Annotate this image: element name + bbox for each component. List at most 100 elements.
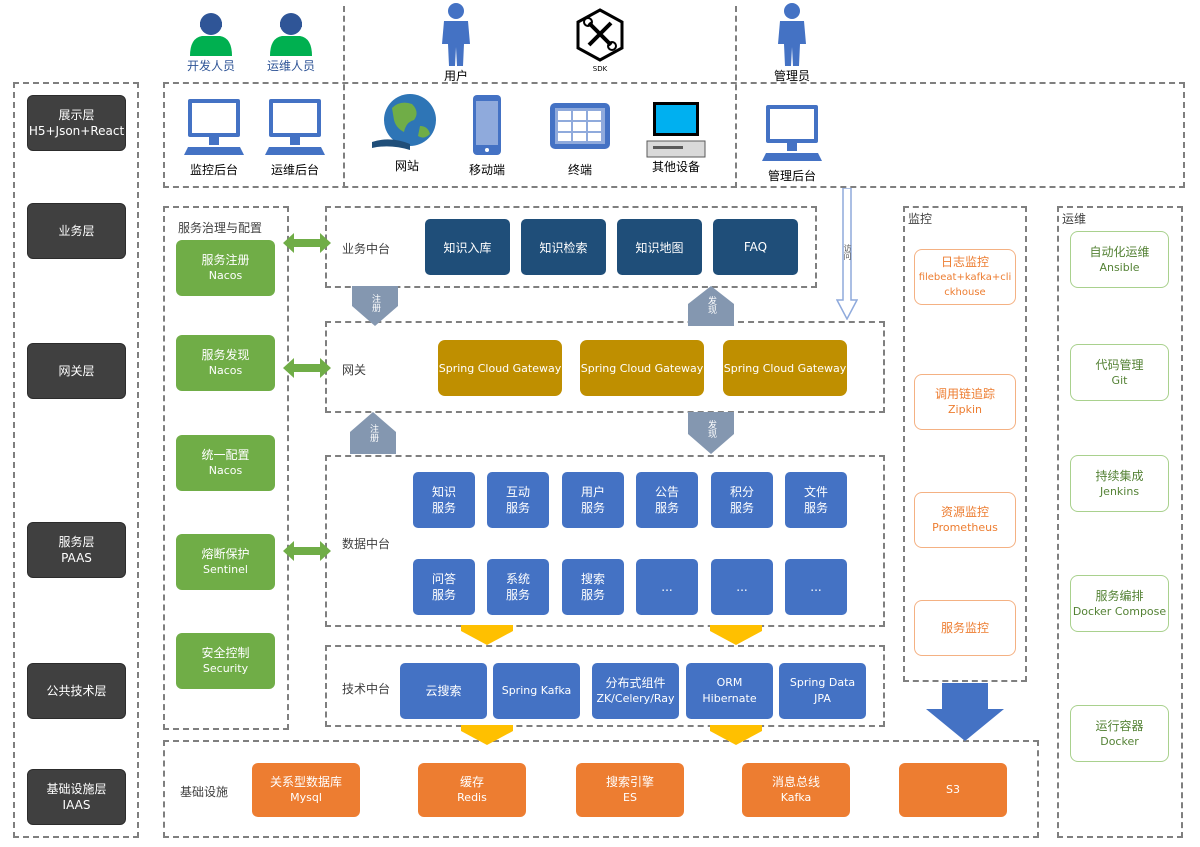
layer-business-name: 业务层: [58, 224, 95, 238]
infra-item-tech: ES: [623, 791, 637, 804]
ops-item-tech: Docker Compose: [1072, 604, 1167, 618]
website-globe-icon: [372, 94, 436, 150]
governance-title: 服务治理与配置: [178, 221, 263, 235]
discover-arrow-label-1: 发现: [706, 296, 716, 314]
other-devices-label: 其他设备: [651, 160, 700, 174]
sdk-label: SDK: [592, 65, 608, 73]
tech-name: 云搜索: [425, 684, 462, 698]
tech-cloud-search: 云搜索: [400, 663, 487, 719]
ops-title: 运维: [1062, 212, 1087, 226]
admin-label: 管理员: [773, 69, 810, 83]
governance-item-name: 熔断保护: [201, 547, 250, 561]
governance-item-tech: Sentinel: [203, 563, 248, 576]
service-name: 知识: [431, 485, 456, 499]
admin-person-icon: [778, 3, 806, 66]
register-arrow-label-2: 注册: [368, 424, 378, 442]
data-service-interaction: 互动服务: [487, 472, 549, 528]
layer-infra-tech: IAAS: [62, 798, 91, 812]
data-service-search: 搜索服务: [562, 559, 624, 615]
service-name: ...: [810, 580, 822, 594]
service-name: 用户: [580, 485, 605, 499]
service-suffix: 服务: [505, 588, 530, 602]
data-service-file: 文件服务: [785, 472, 847, 528]
layers-frame: [13, 82, 139, 838]
business-faq: FAQ: [713, 219, 798, 275]
layer-business: 业务层: [27, 203, 126, 259]
data-service-more-1: ...: [636, 559, 698, 615]
service-name: ...: [736, 580, 748, 594]
operator-label: 运维人员: [266, 59, 315, 73]
monitor-resource: 资源监控 Prometheus: [914, 492, 1016, 548]
ops-item-name: 服务编排: [1095, 588, 1144, 603]
register-arrow-label-1: 注册: [370, 294, 380, 312]
monitor-frame: [903, 206, 1027, 682]
tech-name: Spring Kafka: [501, 684, 572, 697]
admin-backend-label: 管理后台: [767, 169, 816, 183]
monitor-item-tech: Prometheus: [932, 521, 998, 534]
monitor-item-name: 日志监控: [940, 254, 989, 269]
gold-arrow-data-tech-1: [461, 625, 513, 645]
infra-item-name: 消息总线: [771, 775, 820, 789]
gold-arrow-tech-infra-1: [461, 725, 513, 745]
data-service-more-3: ...: [785, 559, 847, 615]
register-arrow-down-1: [352, 286, 398, 326]
governance-item-name: 安全控制: [201, 646, 250, 660]
business-knowledge-search: 知识检索: [521, 219, 606, 275]
infra-item-name: 关系型数据库: [269, 775, 342, 789]
tech-detail: ZK/Celery/Ray: [596, 692, 675, 705]
gateway-label: 网关: [342, 363, 367, 377]
admin-backend-computer-icon: [762, 105, 822, 161]
data-service-points: 积分服务: [711, 472, 773, 528]
layer-presentation: 展示层 H5+Json+React: [27, 95, 126, 151]
ops-item-tech: Docker: [1100, 734, 1139, 748]
tech-spring-kafka: Spring Kafka: [493, 663, 580, 719]
service-name: 文件: [803, 485, 828, 499]
ops-item-tech: Ansible: [1099, 260, 1140, 274]
data-center-frame: [325, 455, 885, 627]
layer-common-tech-name: 公共技术层: [46, 684, 107, 698]
data-service-announcement: 公告服务: [636, 472, 698, 528]
layer-presentation-tech: H5+Json+React: [28, 124, 125, 138]
data-service-more-2: ...: [711, 559, 773, 615]
layer-gateway-name: 网关层: [58, 364, 95, 378]
gold-arrow-tech-infra-2: [710, 725, 762, 745]
data-service-knowledge: 知识服务: [413, 472, 475, 528]
ops-item-name: 自动化运维: [1089, 244, 1150, 259]
governance-item-tech: Nacos: [208, 364, 243, 377]
infra-frame: [163, 740, 1039, 838]
ops-frame: [1057, 206, 1183, 838]
ops-item-name: 运行容器: [1095, 718, 1144, 733]
service-name: 搜索: [580, 572, 605, 586]
monitor-item-name: 资源监控: [940, 505, 989, 519]
terminal-tablet-icon: [550, 103, 610, 149]
tech-center-frame: [325, 645, 885, 727]
data-service-system: 系统服务: [487, 559, 549, 615]
ops-backend-label: 运维后台: [270, 163, 319, 177]
register-arrow-up-2: [350, 412, 396, 454]
user-person-icon: [442, 3, 470, 66]
service-name: 问答: [431, 572, 456, 586]
monitor-item-tech: filebeat+kafka+cli: [918, 271, 1012, 283]
ops-item-tech: Jenkins: [1099, 484, 1140, 498]
data-service-qa: 问答服务: [413, 559, 475, 615]
layer-presentation-name: 展示层: [58, 108, 95, 122]
business-knowledge-map: 知识地图: [617, 219, 702, 275]
developer-label: 开发人员: [186, 59, 235, 73]
service-suffix: 服务: [431, 501, 456, 515]
governance-frame: [163, 206, 289, 730]
operator-person-icon: [270, 13, 312, 56]
service-name: 公告: [654, 485, 679, 499]
infra-s3: S3: [899, 763, 1007, 817]
ops-backend-computer-icon: [265, 99, 325, 155]
people-divider-right: [735, 6, 737, 188]
infra-label: 基础设施: [180, 785, 229, 799]
